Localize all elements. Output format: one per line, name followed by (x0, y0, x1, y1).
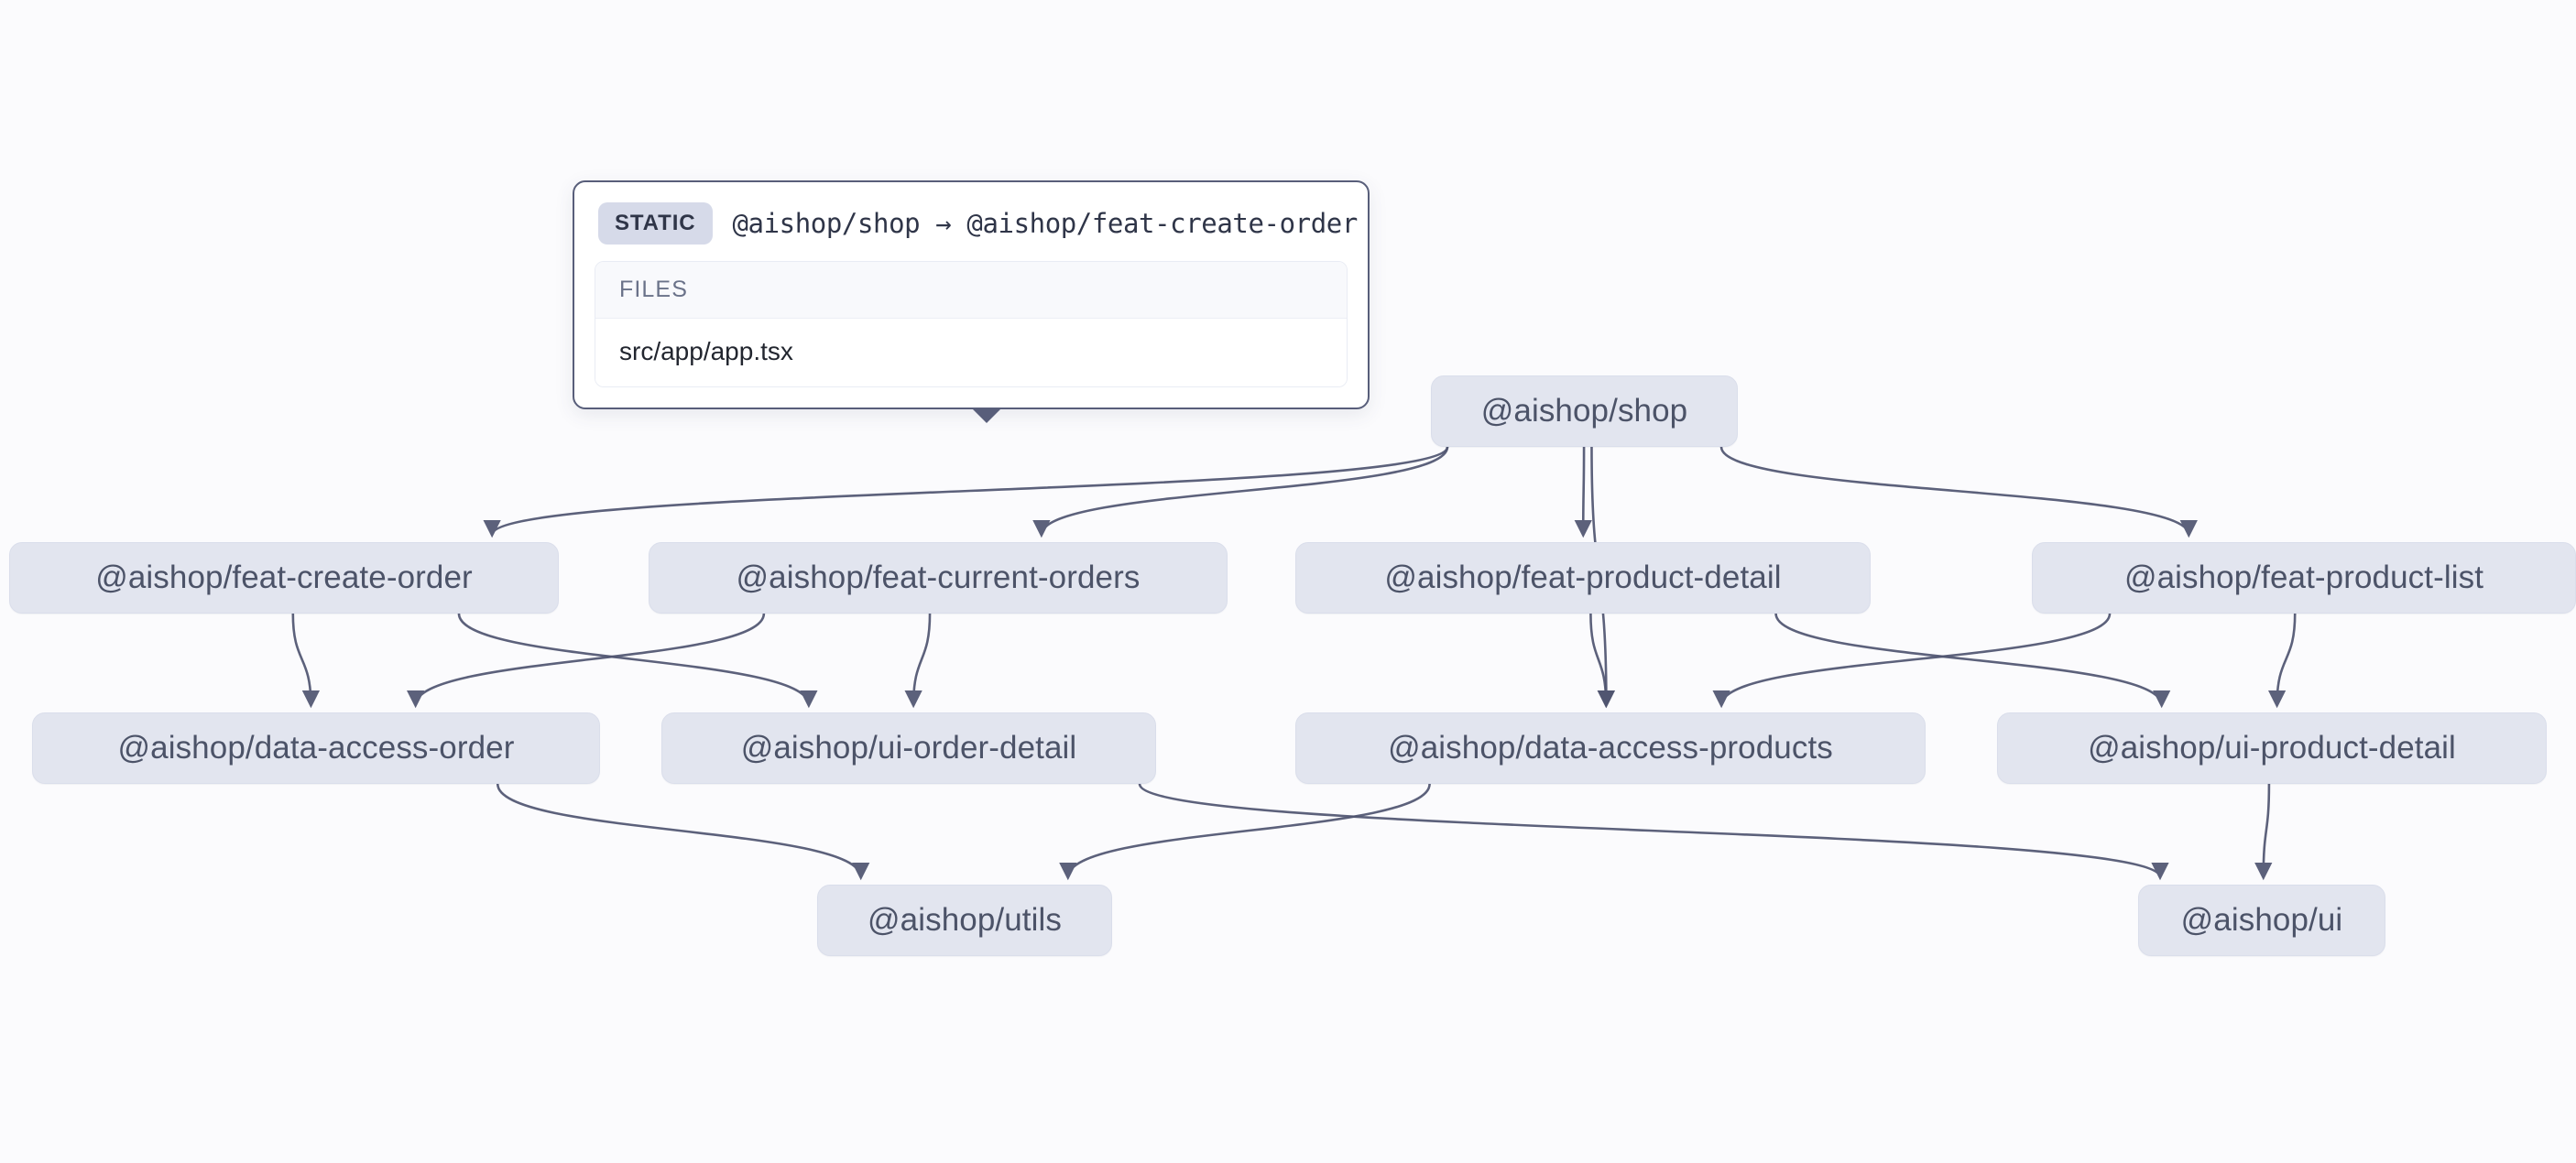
graph-node-label: @aishop/feat-current-orders (736, 560, 1141, 595)
graph-node-label: @aishop/ui-product-detail (2088, 730, 2456, 766)
graph-node-label: @aishop/shop (1480, 393, 1688, 429)
graph-edge-feat-create-order-to-data-access-order[interactable] (291, 613, 321, 709)
dependency-type-badge: STATIC (598, 202, 713, 245)
edge-tooltip-panel[interactable]: STATIC @aishop/shop → @aishop/feat-creat… (573, 180, 1370, 423)
graph-edge-feat-product-detail-to-ui-product-detail[interactable] (1774, 613, 2171, 709)
graph-node-label: @aishop/feat-product-detail (1384, 560, 1782, 595)
graph-edge-shop-to-feat-product-detail[interactable] (1574, 446, 1592, 538)
graph-edge-data-access-order-to-utils[interactable] (496, 783, 870, 881)
graph-edge-feat-create-order-to-ui-order-detail[interactable] (457, 613, 818, 709)
graph-edge-feat-product-detail-to-data-access-products[interactable] (1589, 613, 1615, 709)
graph-node-ui[interactable]: @aishop/ui (2138, 885, 2385, 956)
graph-node-feat-create-order[interactable]: @aishop/feat-create-order (9, 542, 559, 614)
graph-edge-data-access-products-to-utils[interactable] (1059, 783, 1431, 881)
graph-edge-feat-current-orders-to-ui-order-detail[interactable] (904, 613, 932, 709)
graph-node-ui-order-detail[interactable]: @aishop/ui-order-detail (661, 712, 1156, 784)
graph-node-label: @aishop/data-access-products (1388, 730, 1833, 766)
graph-node-feat-current-orders[interactable]: @aishop/feat-current-orders (649, 542, 1228, 614)
tooltip-title: @aishop/shop → @aishop/feat-create-order (732, 208, 1359, 239)
graph-node-feat-product-detail[interactable]: @aishop/feat-product-detail (1295, 542, 1871, 614)
graph-node-label: @aishop/ui (2180, 902, 2343, 938)
graph-edge-shop-to-feat-create-order[interactable] (483, 446, 1449, 538)
graph-node-label: @aishop/feat-product-list (2123, 560, 2484, 595)
graph-node-utils[interactable]: @aishop/utils (817, 885, 1112, 956)
graph-node-data-access-products[interactable]: @aishop/data-access-products (1295, 712, 1926, 784)
graph-edge-feat-product-list-to-ui-product-detail[interactable] (2267, 613, 2297, 709)
tooltip-header: STATIC @aishop/shop → @aishop/feat-creat… (574, 182, 1368, 257)
graph-node-label: @aishop/data-access-order (117, 730, 515, 766)
graph-node-data-access-order[interactable]: @aishop/data-access-order (32, 712, 600, 784)
graph-edge-feat-current-orders-to-data-access-order[interactable] (407, 613, 766, 709)
graph-edge-shop-to-feat-product-list[interactable] (1719, 446, 2198, 538)
graph-node-label: @aishop/ui-order-detail (740, 730, 1077, 766)
files-section-header: FILES (595, 262, 1347, 319)
graph-edge-ui-product-detail-to-ui[interactable] (2254, 783, 2273, 881)
graph-edge-ui-order-detail-to-ui[interactable] (1138, 783, 2169, 881)
tooltip-files-section: FILES src/app/app.tsx (595, 261, 1348, 387)
graph-node-feat-product-list[interactable]: @aishop/feat-product-list (2032, 542, 2576, 614)
graph-node-shop[interactable]: @aishop/shop (1431, 375, 1738, 447)
graph-node-ui-product-detail[interactable]: @aishop/ui-product-detail (1997, 712, 2547, 784)
graph-node-label: @aishop/feat-create-order (95, 560, 473, 595)
file-list-item[interactable]: src/app/app.tsx (595, 319, 1347, 386)
graph-edge-feat-product-list-to-data-access-products[interactable] (1712, 613, 2112, 709)
graph-edge-shop-to-feat-current-orders[interactable] (1032, 446, 1449, 538)
graph-node-label: @aishop/utils (868, 902, 1062, 938)
